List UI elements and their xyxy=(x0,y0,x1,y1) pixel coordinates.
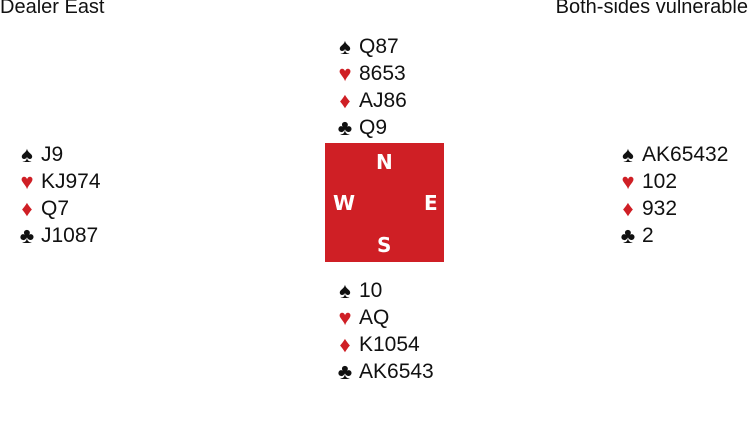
diamond-icon: ♦ xyxy=(339,332,351,357)
south-clubs-cards: AK6543 xyxy=(359,360,434,383)
north-hearts-row: ♥ 8653 xyxy=(334,60,407,87)
club-icon: ♣ xyxy=(337,115,353,140)
spade-icon: ♠ xyxy=(622,142,634,167)
north-hearts-cards: 8653 xyxy=(359,62,406,85)
west-spades-cards: J9 xyxy=(41,143,64,166)
south-diamonds-row: ♦ K1054 xyxy=(334,331,434,358)
west-hearts-row: ♥ KJ974 xyxy=(16,168,101,195)
south-hearts-cards: AQ xyxy=(359,306,390,329)
south-diamonds-cards: K1054 xyxy=(359,333,420,356)
diamond-icon: ♦ xyxy=(339,88,351,113)
spade-icon: ♠ xyxy=(339,34,351,59)
south-hand: ♠ 10 ♥ AQ ♦ K1054 ♣ AK6543 xyxy=(334,277,434,385)
south-spades-cards: 10 xyxy=(359,279,383,302)
east-clubs-row: ♣ 2 xyxy=(617,222,728,249)
diamond-icon: ♦ xyxy=(622,196,634,221)
vulnerability-label: Both-sides vulnerable xyxy=(555,0,748,18)
south-hearts-row: ♥ AQ xyxy=(334,304,434,331)
west-clubs-cards: J1087 xyxy=(41,224,99,247)
spade-icon: ♠ xyxy=(339,278,351,303)
west-spades-row: ♠ J9 xyxy=(16,141,101,168)
west-hearts-cards: KJ974 xyxy=(41,170,101,193)
heart-icon: ♥ xyxy=(338,61,352,86)
north-spades-row: ♠ Q87 xyxy=(334,33,407,60)
north-clubs-row: ♣ Q9 xyxy=(334,114,407,141)
compass-south: S xyxy=(377,233,392,257)
compass-west: W xyxy=(333,191,356,215)
west-hand: ♠ J9 ♥ KJ974 ♦ Q7 ♣ J1087 xyxy=(16,141,101,249)
east-diamonds-cards: 932 xyxy=(642,197,678,220)
north-diamonds-cards: AJ86 xyxy=(359,89,407,112)
compass-north: N xyxy=(376,150,393,174)
east-spades-row: ♠ AK65432 xyxy=(617,141,728,168)
east-hand: ♠ AK65432 ♥ 102 ♦ 932 ♣ 2 xyxy=(617,141,729,249)
heart-icon: ♥ xyxy=(20,169,34,194)
club-icon: ♣ xyxy=(19,223,35,248)
north-diamonds-row: ♦ AJ86 xyxy=(334,87,407,114)
heart-icon: ♥ xyxy=(621,169,635,194)
east-spades-cards: AK65432 xyxy=(642,143,729,166)
east-diamonds-row: ♦ 932 xyxy=(617,195,728,222)
west-diamonds-row: ♦ Q7 xyxy=(16,195,101,222)
heart-icon: ♥ xyxy=(338,305,352,330)
spade-icon: ♠ xyxy=(21,142,33,167)
north-spades-cards: Q87 xyxy=(359,35,399,58)
north-hand: ♠ Q87 ♥ 8653 ♦ AJ86 ♣ Q9 xyxy=(334,33,407,141)
south-clubs-row: ♣ AK6543 xyxy=(334,358,434,385)
east-hearts-row: ♥ 102 xyxy=(617,168,728,195)
compass-east: E xyxy=(424,191,438,215)
west-clubs-row: ♣ J1087 xyxy=(16,222,101,249)
west-diamonds-cards: Q7 xyxy=(41,197,70,220)
club-icon: ♣ xyxy=(620,223,636,248)
south-spades-row: ♠ 10 xyxy=(334,277,434,304)
north-clubs-cards: Q9 xyxy=(359,116,388,139)
east-clubs-cards: 2 xyxy=(642,224,654,247)
club-icon: ♣ xyxy=(337,359,353,384)
diamond-icon: ♦ xyxy=(21,196,33,221)
dealer-label: Dealer East xyxy=(0,0,105,18)
compass-box: N W E S xyxy=(325,143,444,262)
east-hearts-cards: 102 xyxy=(642,170,678,193)
